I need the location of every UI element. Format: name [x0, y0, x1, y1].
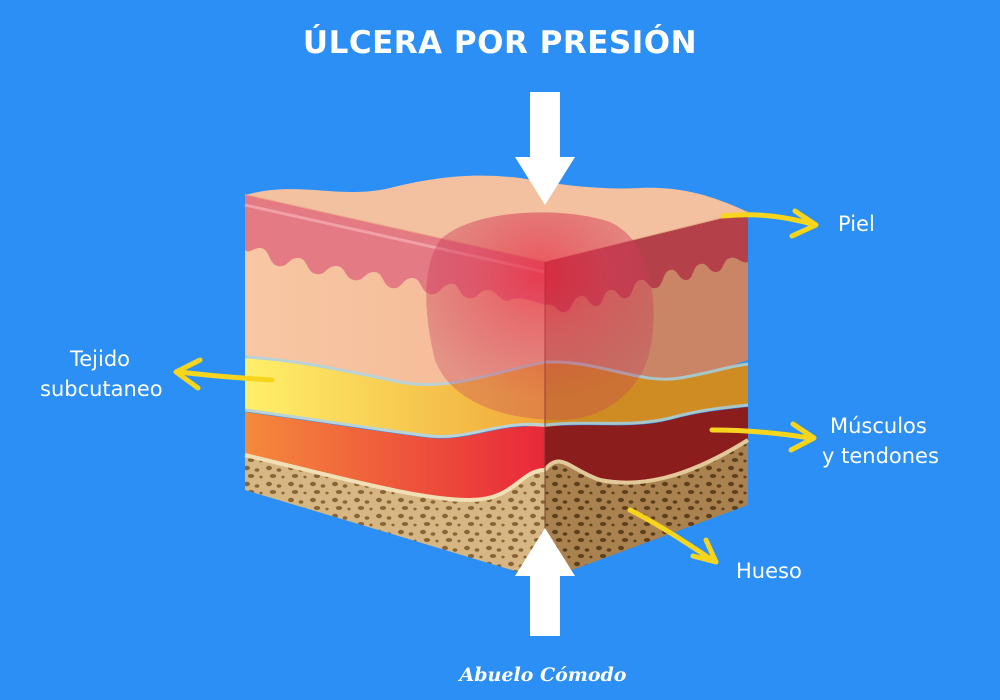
label-piel: Piel — [838, 212, 875, 236]
piel-arrow — [720, 212, 815, 227]
musculos-arrow — [709, 427, 813, 441]
label-musculos-line2: y tendones — [822, 444, 939, 468]
muscle-layer-right — [545, 407, 748, 483]
fat-layer-left — [245, 357, 545, 437]
bone-layer-left — [245, 455, 545, 580]
diagram-title: ÚLCERA POR PRESIÓN — [303, 24, 697, 61]
pressure-arrow-down — [515, 92, 575, 205]
bone-layer-right — [545, 440, 748, 580]
muscle-layer-left — [245, 412, 545, 500]
label-tejido-line2: subcutaneo — [40, 377, 163, 401]
label-musculos-line1: Músculos — [830, 414, 927, 438]
hueso-arrow — [627, 507, 715, 563]
pressure-arrow-up — [515, 528, 575, 636]
brand-logo: Abuelo Cómodo — [458, 664, 627, 686]
ulcer-area — [426, 212, 654, 420]
label-tejido-line1: Tejido — [69, 347, 130, 371]
label-hueso: Hueso — [736, 559, 802, 583]
tissue-block — [244, 175, 750, 580]
tejido-arrow — [177, 369, 275, 383]
